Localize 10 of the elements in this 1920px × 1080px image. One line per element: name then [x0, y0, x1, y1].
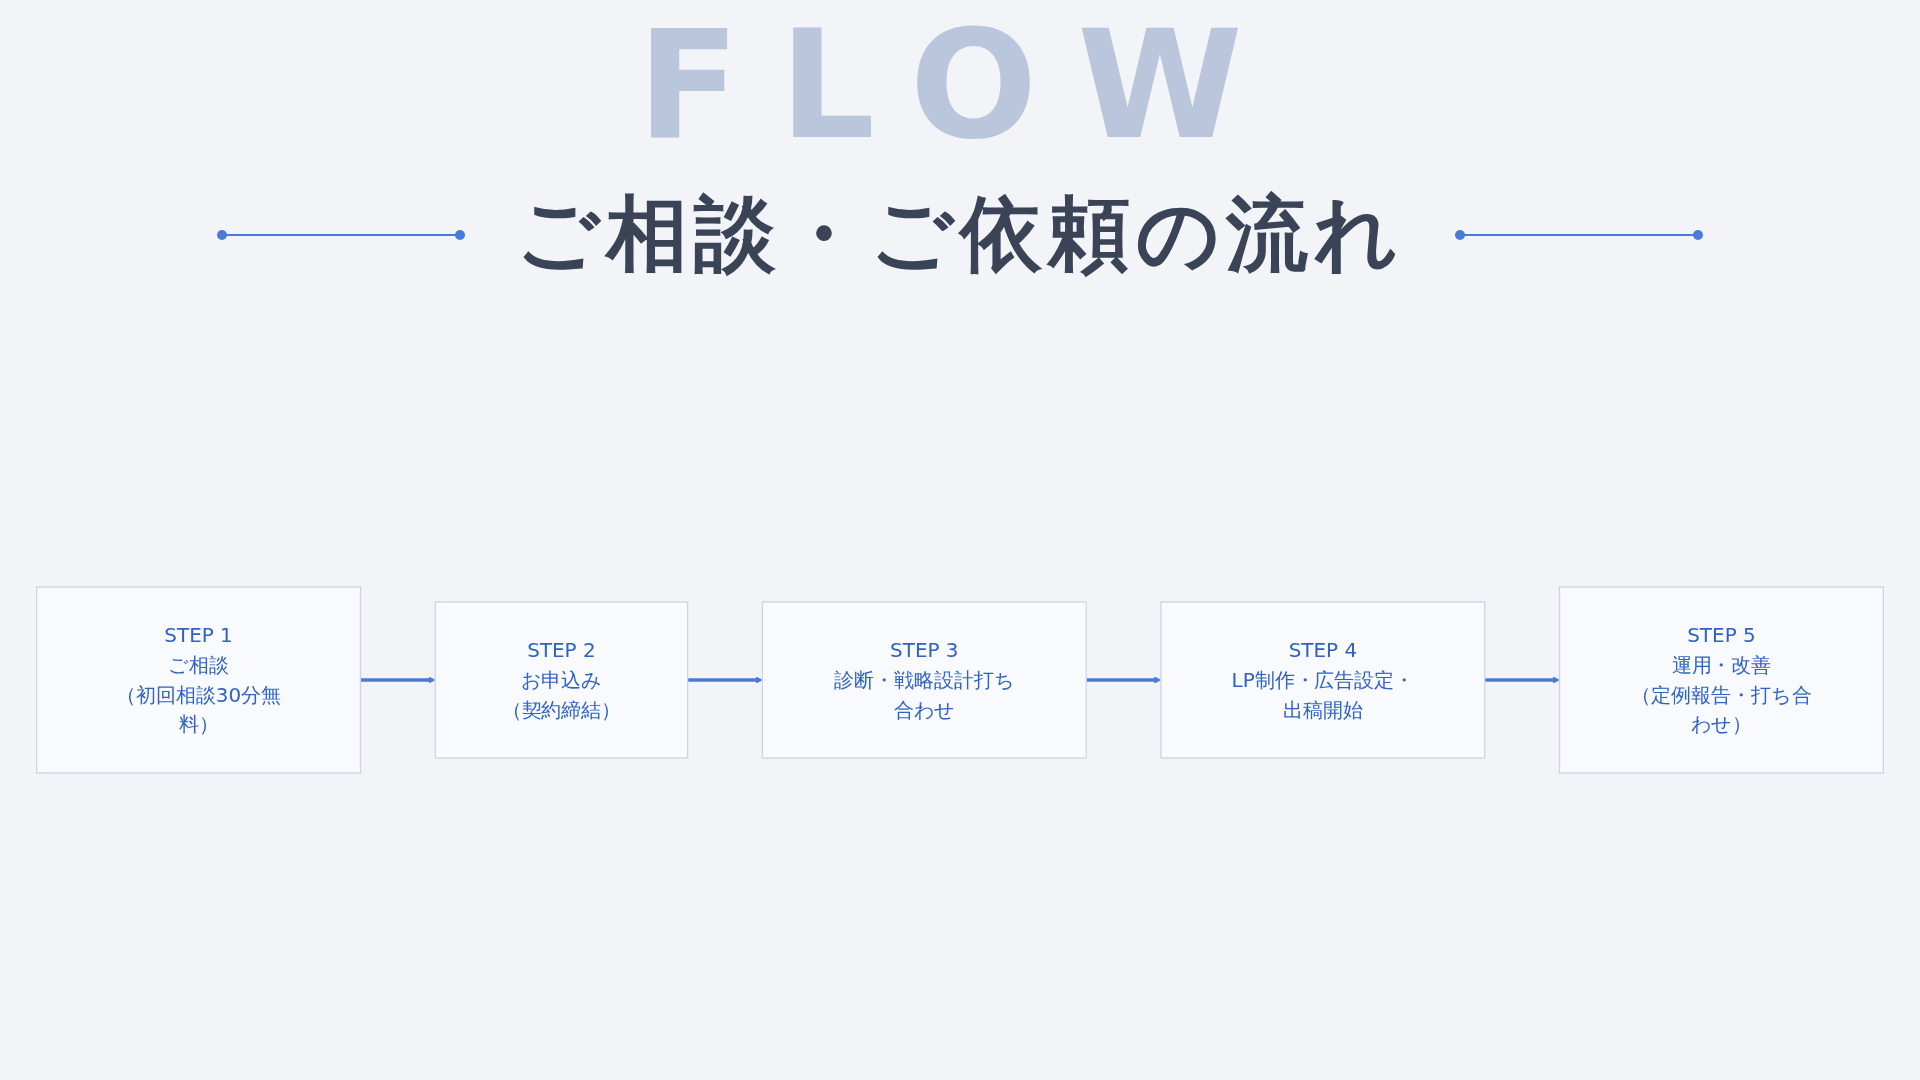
arrow [360, 676, 436, 684]
background-heading: FLOW [637, 0, 1283, 172]
node-box: STEP 1 ご相談 （初回相談30分無料） [36, 586, 362, 774]
node-box: STEP 5 運用・改善 （定例報告・打ち合わせ） [1558, 586, 1884, 774]
node-box: STEP 4 LP制作・広告設定・出稿開始 [1160, 601, 1486, 759]
node-box: STEP 3 診断・戦略設計打ち合わせ [761, 601, 1087, 759]
arrow [1484, 676, 1560, 684]
arrow [687, 676, 763, 684]
node-box: STEP 2 お申込み （契約締結） [434, 601, 689, 759]
title: ご相談・ご依頼の流れ [516, 185, 1404, 283]
